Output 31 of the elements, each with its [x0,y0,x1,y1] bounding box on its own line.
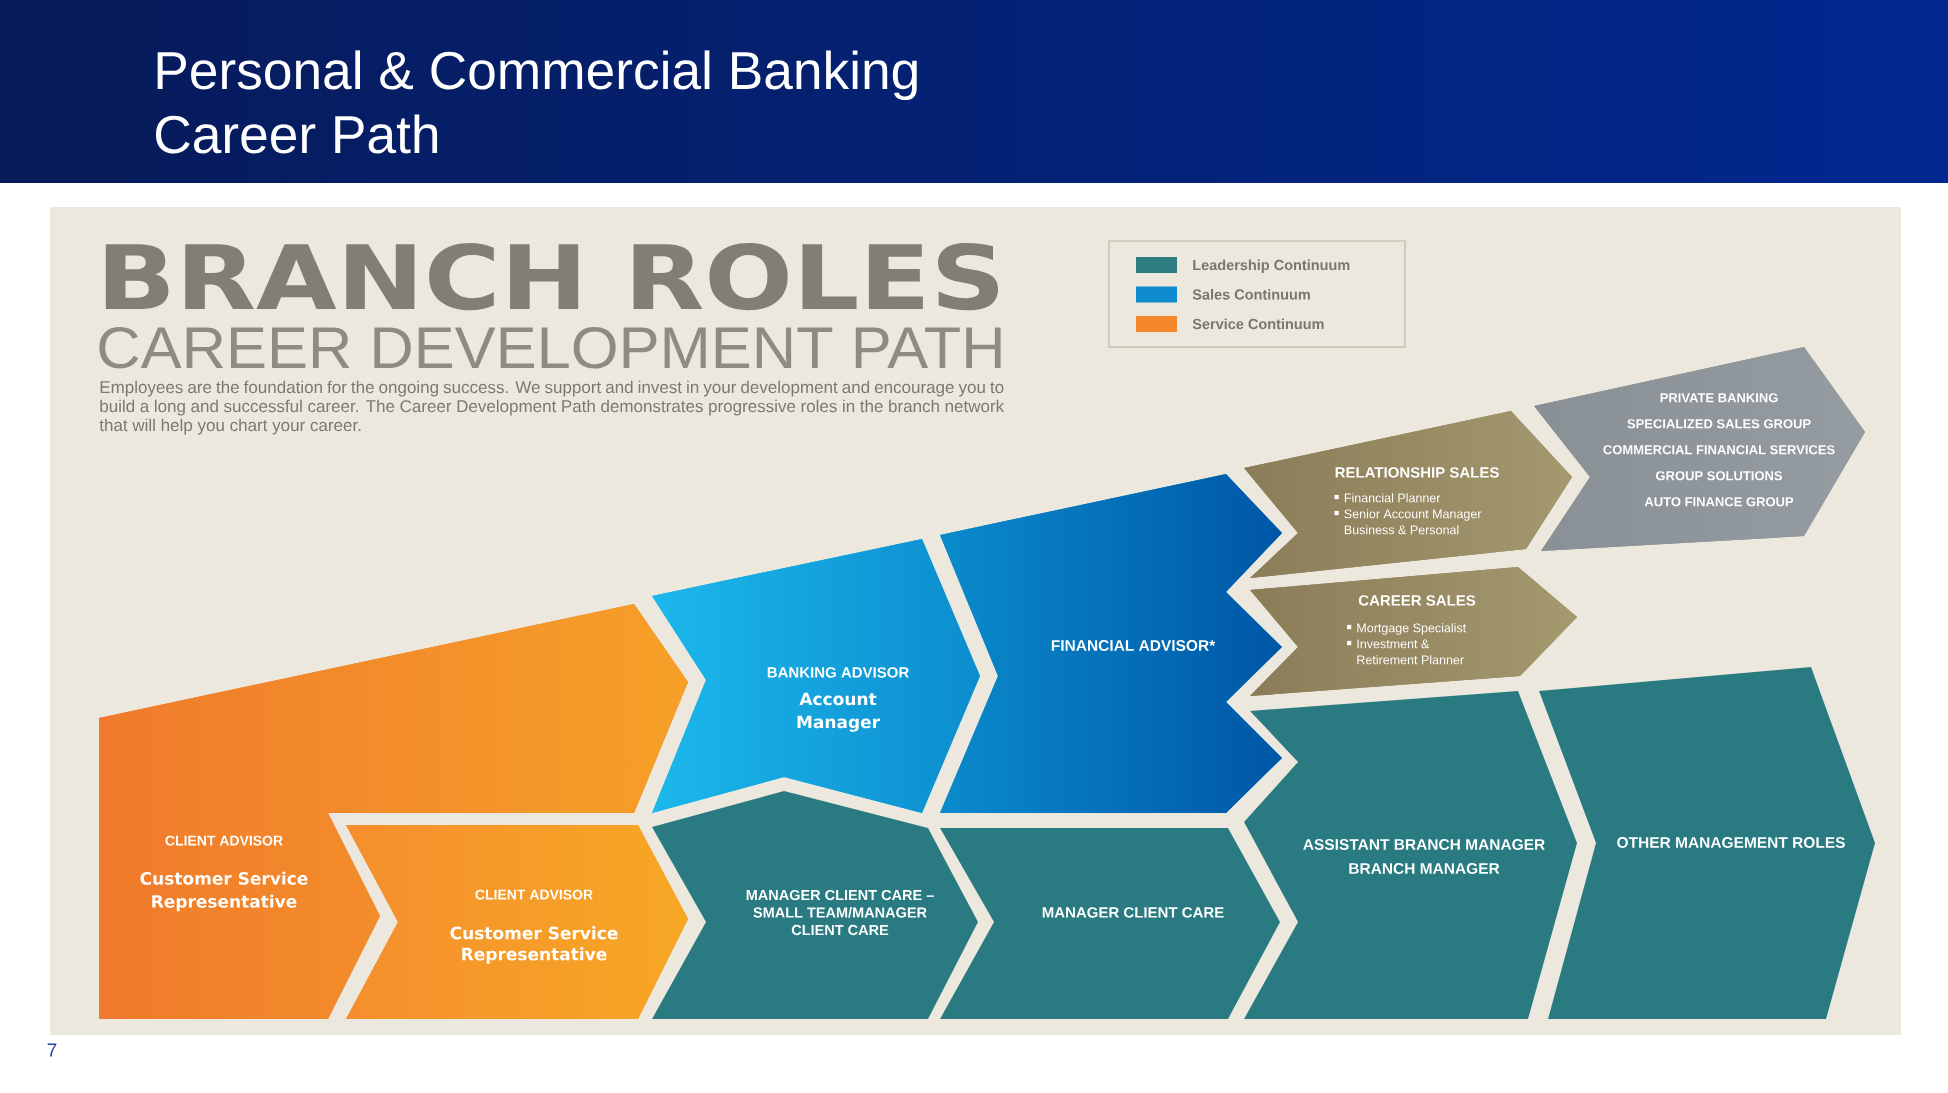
list-item: Senior Account Manager Business & Personal [1344,509,1482,535]
slide-title: Personal & Commercial Banking Career Path [155,50,917,154]
legend-label: Service Continuum [1192,318,1324,330]
legend-label: Sales Continuum [1192,289,1310,300]
list-item: Investment & Retirement Planner [1357,639,1464,665]
role-heading: FINANCIAL ADVISOR* [1051,640,1216,651]
legend-label: Leadership Continuum [1193,259,1350,273]
role-heading: BANKING ADVISOR [767,667,909,678]
role-heading: BRANCH MANAGER [1349,863,1500,874]
role-heading: MANAGER CLIENT CARE – SMALL TEAM/MANAGER CLIENT CARE [746,889,934,936]
role-title: Customer Service Representative [140,871,308,912]
role-title: Account Manager [797,692,880,732]
role-heading: CLIENT ADVISOR [475,889,593,900]
role-title: Customer Service Representative [450,926,618,964]
role-heading: ASSISTANT BRANCH MANAGER [1303,839,1545,850]
list-item: Financial Planner [1344,493,1441,503]
role-heading: COMMERCIAL FINANCIAL SERVICES [1603,445,1835,455]
role-heading: RELATIONSHIP SALES [1335,467,1499,478]
role-heading: MANAGER CLIENT CARE [1042,907,1224,918]
subheading: CAREER DEVELOPMENT PATH [99,327,1001,369]
role-heading: CAREER SALES [1358,595,1476,606]
role-heading: OTHER MANAGEMENT ROLES [1617,837,1845,848]
role-heading: AUTO FINANCE GROUP [1644,497,1794,507]
list-item: Mortgage Specialist [1357,623,1467,635]
page-number: 7 [47,1043,57,1057]
description-text: Employees are the foundation for the ongoing success. We support and invest in your development and encourage you to build a long and successful career. The Career Development Path demonstrates progressive roles in the branch network that will help you chart your career. [99,380,1005,435]
role-heading: GROUP SOLUTIONS [1656,471,1783,481]
role-heading: CLIENT ADVISOR [165,835,283,846]
role-heading: PRIVATE BANKING [1660,393,1778,403]
role-heading: SPECIALIZED SALES GROUP [1627,419,1811,429]
heading: BRANCH ROLES [105,243,998,311]
